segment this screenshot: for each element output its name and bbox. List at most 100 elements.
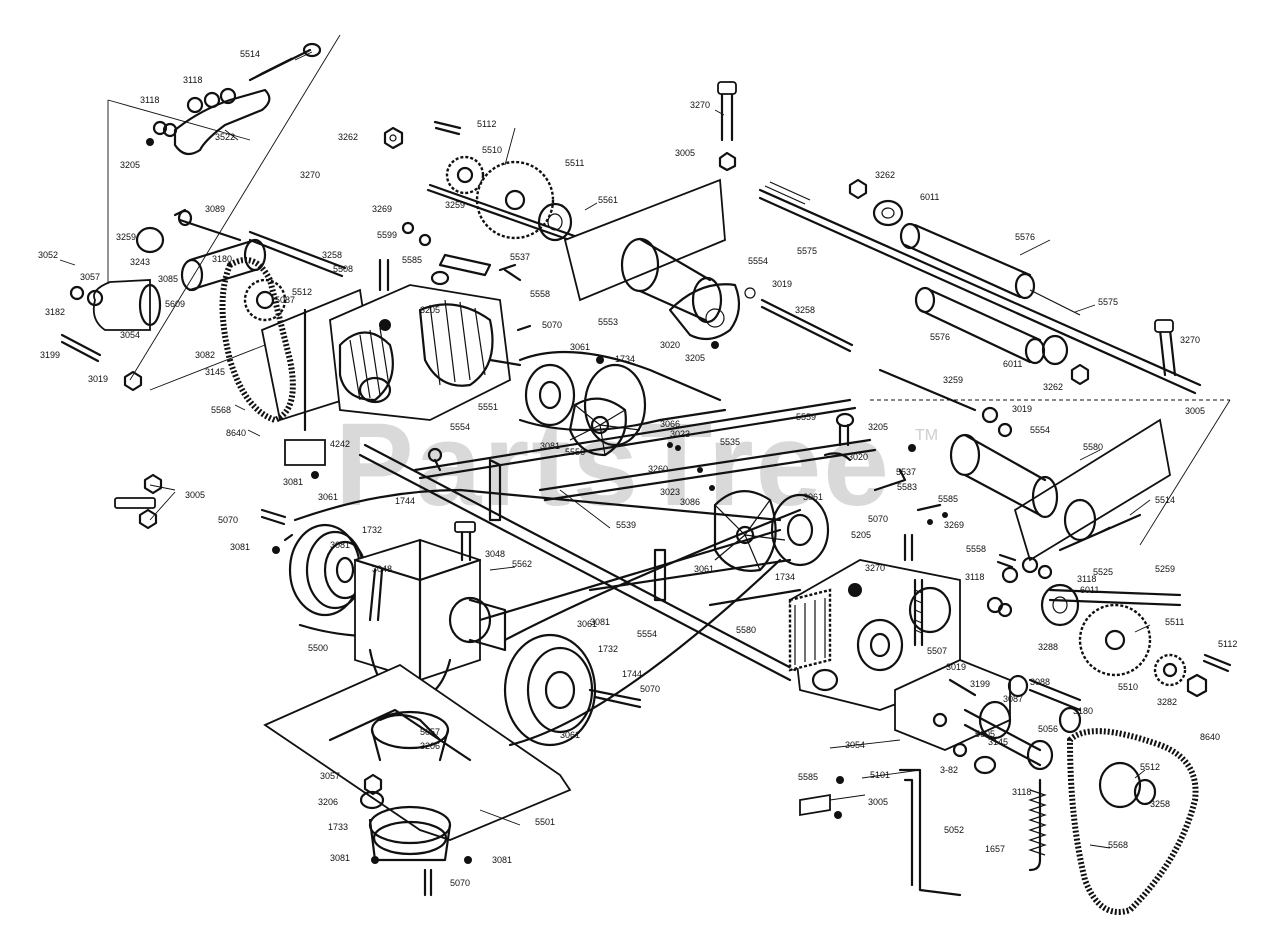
part-label: 3081	[492, 855, 512, 865]
part-label: 5605	[975, 729, 995, 739]
part-label: 5070	[542, 320, 562, 330]
part-label: 5508	[333, 264, 353, 274]
part-label: 5554	[748, 256, 768, 266]
part-label: 3205	[420, 305, 440, 315]
part-label: 6011	[1080, 585, 1099, 595]
part-label: 3269	[372, 204, 392, 214]
part-label: 5510	[1118, 682, 1138, 692]
part-label: 5205	[851, 530, 871, 540]
part-label: 3145	[205, 367, 225, 377]
part-label: 3206	[318, 797, 338, 807]
part-label: 3081	[283, 477, 303, 487]
part-label: 5575	[1098, 297, 1118, 307]
part-label: 3005	[675, 148, 695, 158]
part-label: 5585	[402, 255, 422, 265]
part-label: 3522	[215, 132, 235, 142]
part-label: 5056	[1038, 724, 1058, 734]
part-label: 3061	[694, 564, 714, 574]
part-label: 3288	[1038, 642, 1058, 652]
part-label: 5599	[377, 230, 397, 240]
leader-lines	[224, 51, 1151, 849]
part-label: 3118	[1077, 574, 1096, 584]
partstree-watermark: PartsTree TM	[335, 399, 938, 531]
part-label: 3262	[1043, 382, 1063, 392]
part-label: 5507	[927, 646, 947, 656]
part-label: 5568	[1108, 840, 1128, 850]
part-label: 5551	[478, 402, 498, 412]
part-label: 5070	[450, 878, 470, 888]
part-label: 5259	[1155, 564, 1175, 574]
part-label: 3118	[140, 95, 159, 105]
part-label: 3270	[690, 100, 710, 110]
part-label: 5112	[1218, 639, 1237, 649]
line-art	[59, 34, 1232, 915]
part-label: 3019	[946, 662, 966, 672]
part-label: 5070	[218, 515, 238, 525]
part-label: 5501	[535, 817, 555, 827]
part-label: 3085	[158, 274, 178, 284]
part-label: 6011	[1003, 359, 1022, 369]
part-label: 5561	[598, 195, 618, 205]
part-label: 3005	[185, 490, 205, 500]
part-label: 3066	[660, 419, 680, 429]
part-label: 3118	[183, 75, 202, 85]
part-label: 5562	[512, 559, 532, 569]
part-label: 5500	[308, 643, 328, 653]
part-label: 3270	[1180, 335, 1200, 345]
part-label: 6011	[920, 192, 939, 202]
part-label: 5609	[165, 299, 185, 309]
part-label: 3082	[195, 350, 215, 360]
part-label: 5539	[616, 520, 636, 530]
part-label: 5070	[640, 684, 660, 694]
part-label: 5554	[450, 422, 470, 432]
part-label: 3118	[1012, 787, 1031, 797]
part-label: 5553	[598, 317, 618, 327]
part-label: 5512	[1140, 762, 1160, 772]
part-label: 5559	[796, 412, 816, 422]
part-label: 5070	[868, 514, 888, 524]
part-label: 3023	[670, 429, 690, 439]
part-label: 3199	[40, 350, 60, 360]
part-label: 3087	[1003, 694, 1023, 704]
part-label: 5580	[736, 625, 756, 635]
part-label: 3262	[875, 170, 895, 180]
part-label: 5576	[1015, 232, 1035, 242]
part-label: 5568	[211, 405, 231, 415]
part-label: 3020	[848, 452, 868, 462]
part-label: 5554	[637, 629, 657, 639]
part-label: 3061	[318, 492, 338, 502]
part-label: 1744	[622, 669, 642, 679]
part-label: 3258	[795, 305, 815, 315]
part-label: 8640	[1200, 732, 1220, 742]
watermark-text: PartsTree	[335, 399, 891, 531]
part-label: 5535	[720, 437, 740, 447]
part-label: 5558	[530, 289, 550, 299]
part-label: 3048	[372, 564, 392, 574]
part-label: 3-82	[940, 765, 958, 775]
part-label: 5575	[797, 246, 817, 256]
part-label: 5537	[896, 467, 916, 477]
part-label: 3260	[648, 464, 668, 474]
part-label: 3282	[1157, 697, 1177, 707]
part-label: 5511	[1165, 617, 1184, 627]
part-label: 3205	[868, 422, 888, 432]
part-label: 3259	[445, 200, 465, 210]
part-label: 3089	[205, 204, 225, 214]
part-label: 5052	[944, 825, 964, 835]
part-label: 3270	[300, 170, 320, 180]
part-label: 3258	[322, 250, 342, 260]
part-label: 3180	[1073, 706, 1093, 716]
part-label: 3057	[320, 771, 340, 781]
part-label: 3061	[577, 619, 597, 629]
part-label: 3199	[970, 679, 990, 689]
part-label: 4242	[330, 439, 350, 449]
part-label: 5537	[510, 252, 530, 262]
part-label: 3206	[420, 741, 440, 751]
part-label: 3048	[485, 549, 505, 559]
part-label: 3019	[1012, 404, 1032, 414]
part-label: 1657	[985, 844, 1005, 854]
part-label: 3061	[803, 492, 823, 502]
part-label: 1734	[615, 354, 635, 364]
part-label: 5585	[938, 494, 958, 504]
watermark-trademark: TM	[915, 427, 938, 444]
